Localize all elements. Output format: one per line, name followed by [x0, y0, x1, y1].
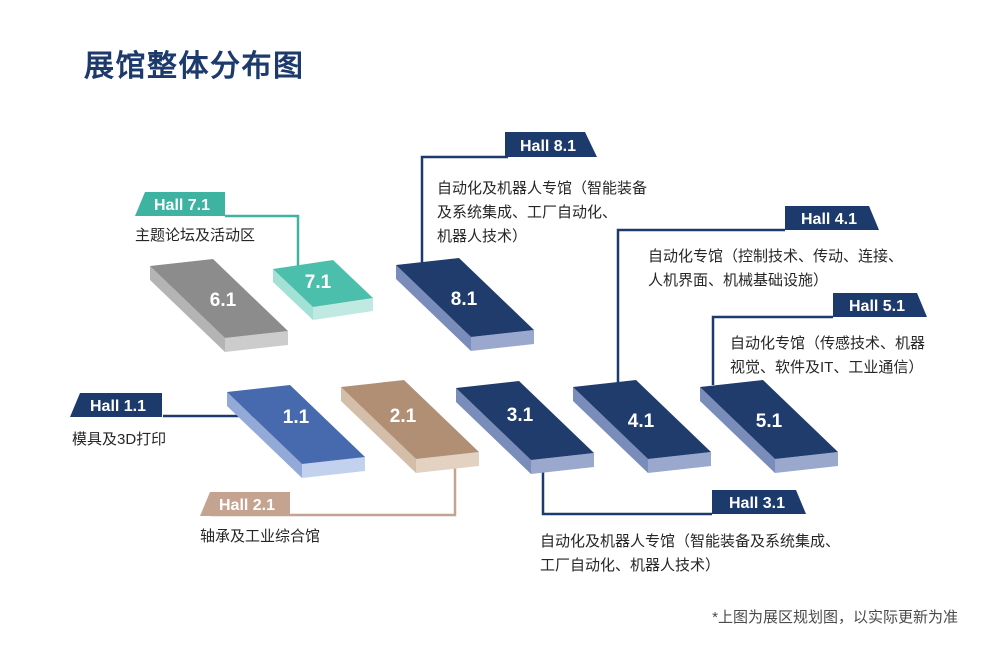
flag-hall-1-1-shape: [70, 393, 162, 417]
flag-hall-2-1-label: Hall 2.1: [219, 497, 275, 514]
block-3-1-left-face: [456, 388, 531, 474]
block-8-1-label: 8.1: [451, 289, 478, 310]
flag-hall-8-1: Hall 8.1: [505, 132, 597, 157]
connector-hall-3-1: [541, 471, 712, 516]
flag-hall-4-1-shape: [785, 206, 879, 230]
connector-hall-2-1: [210, 467, 457, 517]
desc-hall-4-1-line2: 人机界面、机械基础设施）: [648, 272, 828, 289]
connector-hall-5-1: [711, 315, 833, 385]
block-5-1-label: 5.1: [756, 411, 783, 432]
flag-hall-8-1-label: Hall 8.1: [520, 138, 576, 155]
desc-hall-5-1-line1: 自动化专馆（传感技术、机器: [730, 335, 925, 352]
block-1-1-left-face: [227, 392, 302, 478]
hall-block-3-1: 3.1: [456, 381, 594, 474]
block-3-1-top-face: [456, 381, 594, 460]
flag-hall-8-1-shape: [505, 132, 597, 157]
flag-hall-2-1-shape: [200, 492, 290, 516]
flag-hall-5-1-label: Hall 5.1: [849, 298, 905, 315]
block-2-1-top-face: [341, 380, 479, 459]
connector-hall-7-1: [225, 214, 300, 266]
flag-hall-5-1-shape: [833, 293, 927, 317]
block-6-1-left-face: [150, 266, 225, 352]
hall-descriptions: 主题论坛及活动区 自动化及机器人专馆（智能装备 及系统集成、工厂自动化、 机器人…: [72, 179, 925, 574]
desc-hall-8-1-line3: 机器人技术）: [437, 228, 527, 245]
flag-hall-1-1-label: Hall 1.1: [90, 398, 146, 415]
desc-hall-5-1-line2: 视觉、软件及IT、工业通信）: [730, 359, 923, 376]
hall-block-2-1: 2.1: [341, 380, 479, 473]
block-8-1-top-face: [396, 258, 534, 337]
block-4-1-top-face: [573, 380, 711, 459]
block-5-1-top-face: [700, 380, 838, 459]
desc-hall-3-1-line2: 工厂自动化、机器人技术）: [540, 557, 720, 574]
flag-hall-4-1-label: Hall 4.1: [801, 211, 857, 228]
flag-hall-4-1: Hall 4.1: [785, 206, 879, 230]
flag-hall-3-1-shape: [712, 490, 806, 514]
desc-hall-7-1: 主题论坛及活动区: [135, 227, 255, 244]
hall-block-8-1: 8.1: [396, 258, 534, 351]
block-2-1-label: 2.1: [390, 406, 417, 427]
block-3-1-label: 3.1: [507, 405, 534, 426]
desc-hall-3-1-line1: 自动化及机器人专馆（智能装备及系统集成、: [540, 532, 840, 550]
block-4-1-label: 4.1: [628, 411, 655, 432]
flag-hall-7-1-label: Hall 7.1: [154, 197, 210, 214]
desc-hall-8-1-line1: 自动化及机器人专馆（智能装备: [437, 179, 647, 197]
desc-hall-1-1: 模具及3D打印: [72, 431, 166, 448]
connector-hall-4-1: [616, 228, 785, 383]
block-6-1-top-face: [150, 259, 288, 338]
block-1-1-top-face: [227, 385, 365, 464]
block-7-1-front-face: [313, 298, 373, 320]
block-7-1-label: 7.1: [305, 272, 332, 293]
page-title: 展馆整体分布图: [84, 49, 305, 83]
hall-block-5-1: 5.1: [700, 380, 838, 473]
flag-hall-3-1: Hall 3.1: [712, 490, 806, 514]
block-8-1-left-face: [396, 265, 471, 351]
flag-hall-5-1: Hall 5.1: [833, 293, 927, 317]
desc-hall-8-1-line2: 及系统集成、工厂自动化、: [437, 204, 617, 221]
flag-hall-3-1-label: Hall 3.1: [729, 495, 785, 512]
block-5-1-left-face: [700, 387, 775, 473]
block-4-1-left-face: [573, 387, 648, 473]
flag-hall-1-1: Hall 1.1: [70, 393, 162, 417]
flag-hall-7-1-shape: [135, 192, 225, 216]
hall-block-6-1: 6.1: [150, 259, 288, 352]
desc-hall-2-1: 轴承及工业综合馆: [200, 528, 320, 545]
block-2-1-left-face: [341, 387, 416, 473]
flag-hall-7-1: Hall 7.1: [135, 192, 225, 216]
connector-lines: [163, 155, 833, 517]
block-7-1-left-face: [273, 269, 313, 320]
flag-hall-2-1: Hall 2.1: [200, 492, 290, 516]
block-6-1-label: 6.1: [210, 290, 237, 311]
hall-block-7-1: 7.1: [273, 260, 373, 320]
connector-hall-8-1: [420, 155, 508, 263]
hall-block-1-1: 1.1: [227, 385, 365, 478]
desc-hall-4-1-line1: 自动化专馆（控制技术、传动、连接、: [648, 248, 903, 265]
block-7-1-top-face: [273, 260, 373, 307]
disclaimer-footnote: *上图为展区规划图，以实际更新为准: [712, 609, 958, 626]
block-1-1-label: 1.1: [283, 407, 310, 428]
hall-block-4-1: 4.1: [573, 380, 711, 473]
